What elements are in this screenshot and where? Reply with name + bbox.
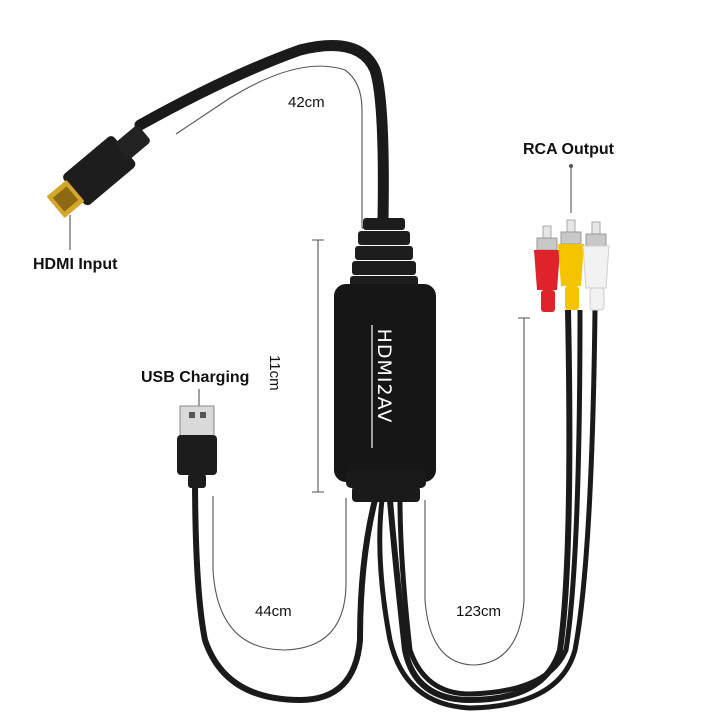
- hdmi-length-guide: [175, 65, 363, 228]
- rca-output-label: RCA Output: [523, 141, 614, 158]
- rca-plug-white: [582, 221, 610, 311]
- converter-box: [334, 284, 436, 482]
- box-brand-text: HDMI2AV: [373, 328, 395, 424]
- rca-cable-a: [387, 309, 573, 704]
- hdmi-plug: [46, 125, 150, 218]
- usb-plug: [177, 405, 217, 488]
- rca-length-guide: [424, 317, 530, 666]
- hdmi-input-label: HDMI Input: [33, 256, 118, 273]
- rca-plug-red: [534, 225, 560, 312]
- usb-length-guide: [212, 496, 347, 651]
- rca-plug-yellow: [558, 219, 584, 310]
- rca-cable-c: [377, 309, 598, 711]
- box-length-guide: [312, 239, 324, 493]
- hdmi-cable: [134, 40, 389, 226]
- box-length-label: 11cm: [266, 355, 283, 391]
- usb-cable: [192, 473, 378, 704]
- rca-cable-b: [397, 309, 583, 697]
- rca-length-label: 123cm: [456, 603, 502, 620]
- hdmi-strain-relief: [350, 218, 418, 290]
- usb-charging-label: USB Charging: [141, 369, 250, 386]
- hdmi-length-label: 42cm: [288, 94, 325, 111]
- lower-strain-relief: [346, 470, 426, 502]
- dimension-guides: [69, 65, 573, 666]
- usb-length-label: 44cm: [255, 603, 292, 620]
